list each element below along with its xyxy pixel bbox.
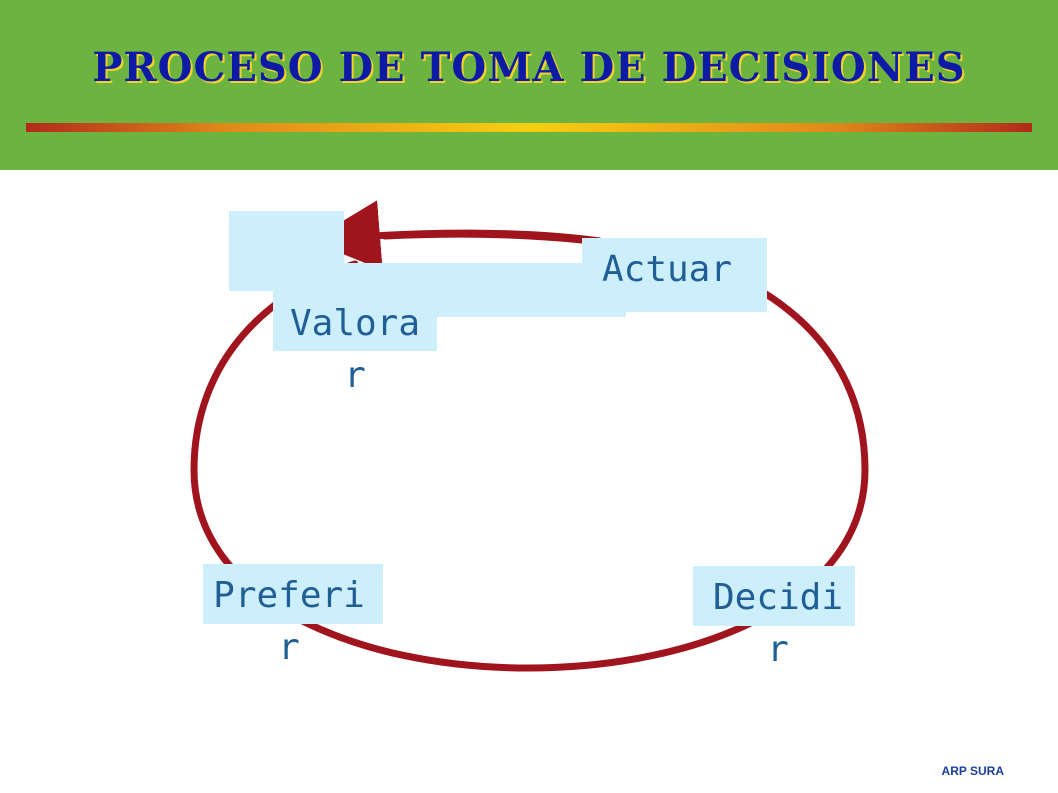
step-actuar-label: Actuar [601, 249, 733, 290]
title-banner [0, 0, 1058, 170]
step-valorar-label: Valora r [289, 303, 421, 397]
title-divider [26, 123, 1032, 132]
slide-title: PROCESO DE TOMA DE DECISIONES [92, 44, 966, 91]
decidir-box [693, 566, 855, 626]
decorative-box-top-left [229, 211, 344, 291]
step-decidir-label: Decidi r [712, 577, 844, 671]
step-preferir-label: Preferi r [213, 575, 365, 669]
preferir-box [203, 564, 383, 624]
footer-brand: ARP SURA [941, 764, 1004, 778]
cycle-arrow [310, 200, 601, 271]
actuar-box [582, 238, 767, 312]
valorar-box [273, 290, 437, 351]
